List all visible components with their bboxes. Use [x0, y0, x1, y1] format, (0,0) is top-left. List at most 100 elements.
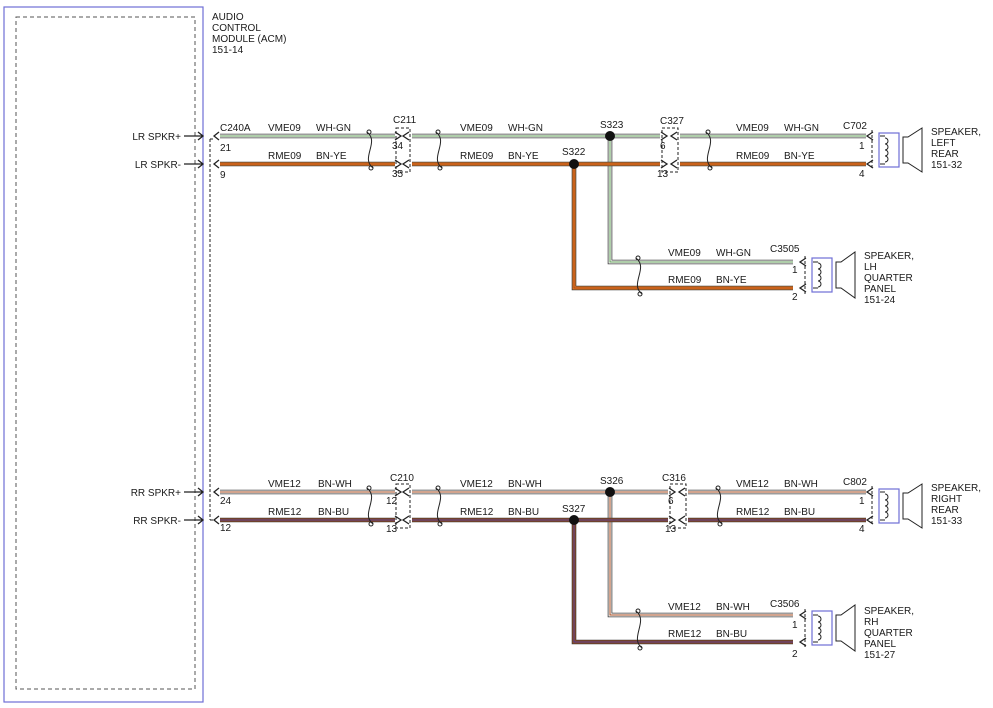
wire-color-bn-ye-4: BN-YE — [716, 275, 747, 286]
pin-num-c3506-neg: 2 — [792, 649, 798, 660]
speaker-lh-quarter-label-5: 151-24 — [864, 295, 896, 306]
pin-num-c702-neg: 4 — [859, 169, 865, 180]
wire-color-bn-wh-1: BN-WH — [318, 479, 352, 490]
pin-num-c327-pos: 6 — [660, 141, 666, 152]
pin-num-c316-neg: 13 — [665, 524, 677, 535]
acm-title-line-4: 151-14 — [212, 45, 244, 56]
inline-connectors — [394, 127, 687, 529]
pin-num-c210-neg: 13 — [386, 524, 398, 535]
connector-c702-label: C702 — [843, 121, 867, 132]
splice-s327-label: S327 — [562, 504, 586, 515]
wire-label-rme12-1: RME12 — [268, 507, 302, 518]
wire-color-bn-bu-1: BN-BU — [318, 507, 349, 518]
wire-label-vme09-1: VME09 — [268, 123, 301, 134]
pin-num-c3505-pos: 1 — [792, 265, 798, 276]
speaker-lh-quarter-label-2: LH — [864, 262, 877, 273]
splice-s326-label: S326 — [600, 476, 624, 487]
pin-num-c802-pos: 1 — [859, 496, 865, 507]
wire-label-rme09-3: RME09 — [736, 151, 770, 162]
speaker-left-rear-label-1: SPEAKER, — [931, 127, 981, 138]
wire-color-bn-wh-3: BN-WH — [784, 479, 818, 490]
pin-label-lr-neg: LR SPKR- — [135, 160, 181, 171]
connector-c802-label: C802 — [843, 477, 867, 488]
wire-color-bn-bu-2: BN-BU — [508, 507, 539, 518]
connector-c210-label: C210 — [390, 473, 414, 484]
wire-label-rme09-2: RME09 — [460, 151, 494, 162]
connector-c211-label: C211 — [393, 115, 417, 126]
pin-label-lr-pos: LR SPKR+ — [132, 132, 181, 143]
connector-c3506-label: C3506 — [770, 599, 800, 610]
acm-title-line-1: AUDIO — [212, 12, 244, 23]
speaker-rh-quarter-label-2: RH — [864, 617, 878, 628]
wire-color-bn-ye-2: BN-YE — [508, 151, 539, 162]
wire-color-wh-gn-4: WH-GN — [716, 248, 751, 259]
pin-num-acm-lr-pos: 21 — [220, 143, 232, 154]
splice-s323-dot — [605, 131, 615, 141]
speaker-rh-quarter-label-5: 151-27 — [864, 650, 896, 661]
wire-color-wh-gn-3: WH-GN — [784, 123, 819, 134]
pin-num-c316-pos: 6 — [668, 496, 674, 507]
wire-rme12 — [220, 517, 866, 645]
pin-num-c327-neg: 13 — [657, 169, 669, 180]
wire-color-bn-bu-4: BN-BU — [716, 629, 747, 640]
speaker-right-rear-label-1: SPEAKER, — [931, 483, 981, 494]
acm-title-line-2: CONTROL — [212, 23, 261, 34]
wire-label-vme12-3: VME12 — [736, 479, 769, 490]
speaker-left-rear-label-4: 151-32 — [931, 160, 963, 171]
connector-c327-label: C327 — [660, 116, 684, 127]
pin-label-rr-pos: RR SPKR+ — [131, 488, 181, 499]
splice-s326-dot — [605, 487, 615, 497]
wire-label-vme12-1: VME12 — [268, 479, 301, 490]
pin-num-c3505-neg: 2 — [792, 292, 798, 303]
pin-num-c802-neg: 4 — [859, 524, 865, 535]
speaker-right-rear-label-4: 151-33 — [931, 516, 963, 527]
wire-label-vme09-2: VME09 — [460, 123, 493, 134]
wire-label-rme12-2: RME12 — [460, 507, 494, 518]
speaker-lh-quarter-label-1: SPEAKER, — [864, 251, 914, 262]
pin-num-acm-lr-neg: 9 — [220, 170, 226, 181]
speaker-rh-quarter-label-3: QUARTER — [864, 628, 913, 639]
wire-color-bn-ye-1: BN-YE — [316, 151, 347, 162]
pin-num-c211-pos: 34 — [392, 141, 404, 152]
wire-label-vme12-4: VME12 — [668, 602, 701, 613]
speaker-lh-quarter-label-3: QUARTER — [864, 273, 913, 284]
splice-s322-label: S322 — [562, 147, 586, 158]
pin-num-c702-pos: 1 — [859, 141, 865, 152]
speaker-left-rear-icon — [878, 127, 923, 173]
speaker-left-rear-label-2: LEFT — [931, 138, 955, 149]
acm-pin-stubs — [184, 131, 220, 525]
pin-num-acm-rr-pos: 24 — [220, 496, 232, 507]
speaker-lh-quarter-label-4: PANEL — [864, 284, 896, 295]
speaker-right-rear-label-2: RIGHT — [931, 494, 962, 505]
wire-label-vme12-2: VME12 — [460, 479, 493, 490]
speaker-right-rear-label-3: REAR — [931, 505, 959, 516]
wire-color-wh-gn-2: WH-GN — [508, 123, 543, 134]
connector-c3505-label: C3505 — [770, 244, 800, 255]
wire-color-bn-bu-3: BN-BU — [784, 507, 815, 518]
wire-color-bn-ye-3: BN-YE — [784, 151, 815, 162]
speaker-rh-quarter-label-1: SPEAKER, — [864, 606, 914, 617]
speaker-connector-arrows — [798, 130, 874, 648]
pin-label-rr-neg: RR SPKR- — [133, 516, 181, 527]
acm-module-inner — [15, 16, 196, 690]
wire-label-rme09-4: RME09 — [668, 275, 702, 286]
pin-num-c211-neg: 35 — [392, 169, 404, 180]
wire-vme12 — [220, 489, 866, 618]
speaker-right-rear-icon — [878, 483, 923, 529]
wire-label-vme09-3: VME09 — [736, 123, 769, 134]
pin-num-c210-pos: 12 — [386, 496, 398, 507]
twisted-pair-marks — [366, 129, 723, 651]
splice-s322-dot — [569, 159, 579, 169]
wire-label-rme12-4: RME12 — [668, 629, 702, 640]
wire-label-rme09-1: RME09 — [268, 151, 302, 162]
wire-vme09 — [220, 133, 866, 265]
speaker-rh-quarter-label-4: PANEL — [864, 639, 896, 650]
connector-c240a-label: C240A — [220, 123, 251, 134]
speaker-left-rear-label-3: REAR — [931, 149, 959, 160]
wire-color-wh-gn-1: WH-GN — [316, 123, 351, 134]
wire-label-vme09-4: VME09 — [668, 248, 701, 259]
splice-s323-label: S323 — [600, 120, 624, 131]
wire-color-bn-wh-2: BN-WH — [508, 479, 542, 490]
pin-num-c3506-pos: 1 — [792, 620, 798, 631]
